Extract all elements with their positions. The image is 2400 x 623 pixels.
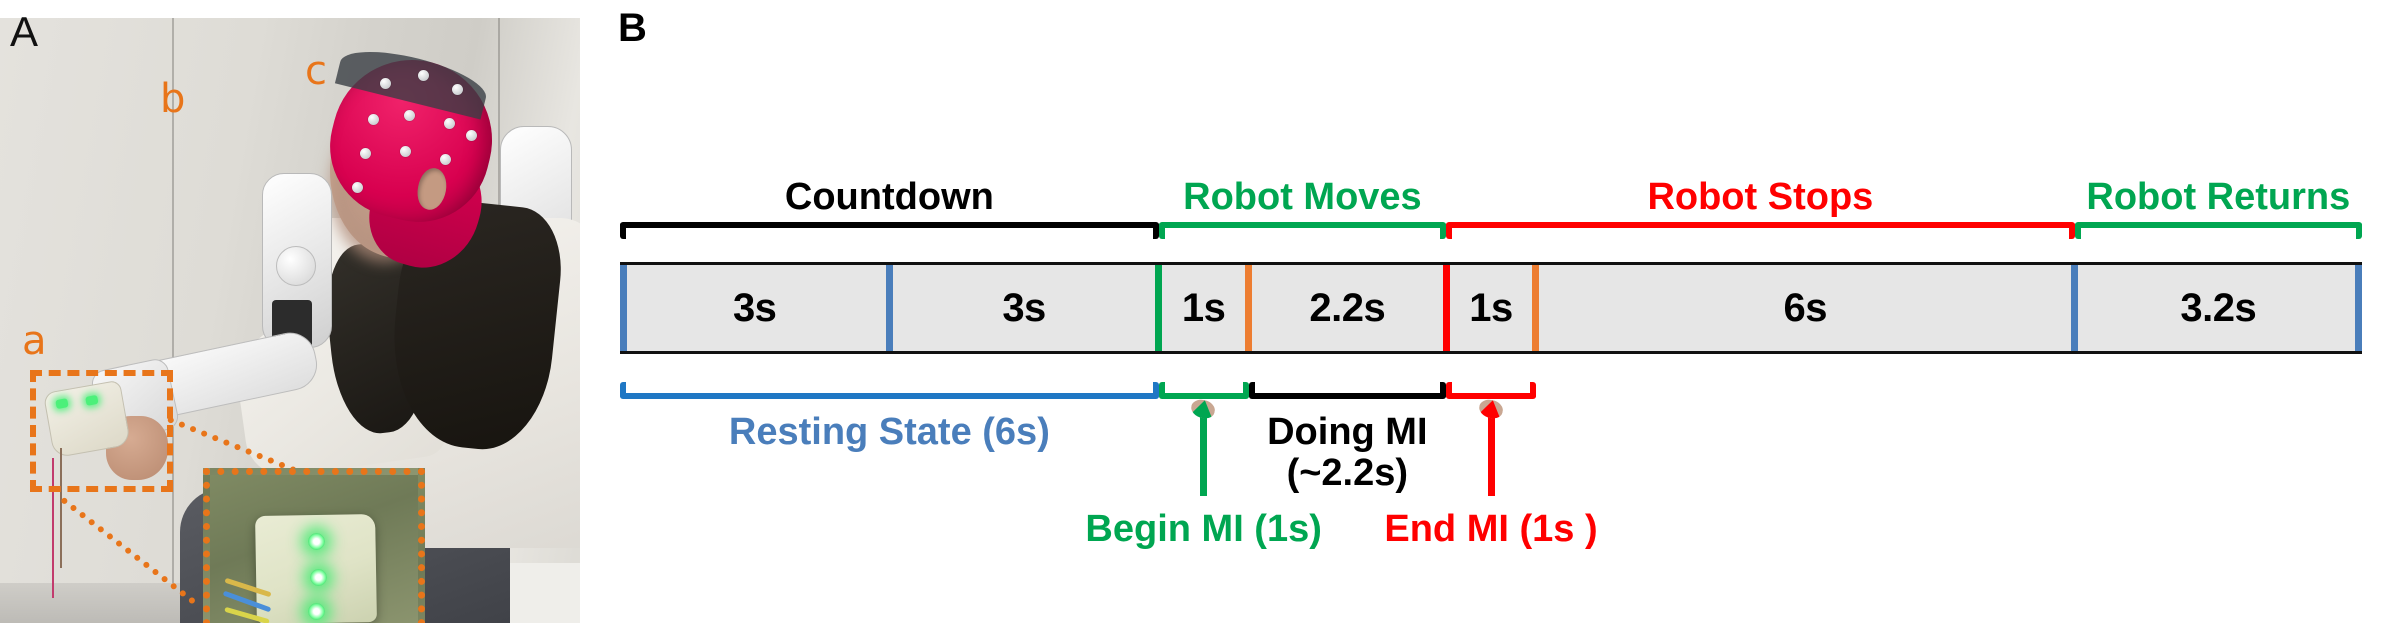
timeline-divider-trial-end [2355,265,2362,351]
bottom-bracket [1446,382,1536,399]
eeg-electrode [466,130,477,141]
panel-b-label: B [618,6,647,50]
bottom-bracket [1248,382,1447,399]
timeline-divider-begin-mi-cue [1155,265,1163,351]
top-bracket [2074,222,2362,239]
setup-photograph: a b c [0,18,580,623]
eeg-electrode [404,110,415,121]
segment-duration-label: 6s [1783,285,1828,330]
arrow-head-icon [1189,397,1217,421]
panel-b-trial-timeline: B Countdown Robot Moves Robot Stops Robot R… [580,0,2400,623]
timeline-divider-trial-start [620,265,627,351]
timeline-segment-doing_mi: 2.2s [1249,265,1447,351]
eeg-electrode [452,84,463,95]
segment-duration-label: 2.2s [1309,285,1386,330]
top-bracket-label: Countdown [784,176,994,218]
inset-led [308,533,325,550]
bottom-bracket-label: Resting State (6s) [728,411,1050,453]
segment-duration-label: 1s [1181,285,1226,330]
eeg-electrode [352,182,363,193]
panel-a-experimental-setup-photo: A [0,0,580,623]
bottom-bracket [620,382,1159,399]
timeline-divider-robot-moves-start [1245,265,1253,351]
arrow-head-icon [1476,397,1505,421]
arrow-shaft [1487,414,1495,496]
timeline-segment-robot_ret: 3.2s [2075,265,2362,351]
timeline-divider-end-mi-cue [1442,265,1450,351]
top-bracket-label: Robot Returns [2086,176,2351,218]
segment-duration-label: 1s [1469,285,1513,330]
timeline-segment-robot_stop: 6s [1536,265,2075,351]
eeg-electrode [400,146,411,157]
bottom-bracket-label: Doing MI(~2.2s) [1219,411,1477,495]
timeline-segment-rest2: 3s [889,265,1158,351]
timeline-segment-end_mi: 1s [1446,265,1536,351]
eeg-electrode [440,154,451,165]
inset-led [310,569,327,586]
arrow-shaft [1200,414,1208,496]
timeline-bar: 3s 3s 1s 2.2s 1s 6s 3.2s [620,262,2362,354]
segment-duration-label: 3.2s [2180,285,2257,330]
timeline-divider-robot-stops-start [1532,265,1540,351]
timeline-segment-rest1: 3s [620,265,889,351]
timeline-segment-begin_mi: 1s [1159,265,1249,351]
doing-mi-line1: Doing MI [1267,411,1428,453]
arrow-label-end-mi: End MI (1s ) [1384,508,1598,550]
eeg-electrode [380,78,391,89]
timeline-divider-robot-returns-start [2071,265,2079,351]
eeg-electrode [360,148,371,159]
timeline-divider-rest-split [885,265,893,351]
doing-mi-line2: (~2.2s) [1286,452,1409,495]
eeg-electrode [368,114,379,125]
roi-dashed-box [30,370,173,492]
photo-annotation-a: a [22,318,47,364]
segment-duration-label: 3s [1002,285,1046,330]
arrow-label-begin-mi: Begin MI (1s) [1085,508,1322,550]
top-bracket [1158,222,1447,239]
inset-led [308,603,325,620]
photo-annotation-b: b [160,76,186,122]
top-bracket-label: Robot Stops [1647,176,1874,218]
device-wire [52,458,54,598]
panel-a-label: A [10,8,39,55]
top-bracket [620,222,1159,239]
arrow-begin-mi [1189,397,1217,496]
segment-duration-label: 3s [732,285,777,330]
magnified-inset [203,468,425,623]
photo-annotation-c: c [305,48,327,94]
arrow-end-mi [1476,397,1505,496]
wall-seam [172,18,174,623]
top-bracket [1446,222,2075,239]
eeg-electrode [444,118,455,129]
eeg-electrode [418,70,429,81]
top-bracket-label: Robot Moves [1183,176,1422,218]
robot-joint [276,246,316,286]
bottom-bracket [1158,382,1249,399]
device-wire [60,448,62,568]
